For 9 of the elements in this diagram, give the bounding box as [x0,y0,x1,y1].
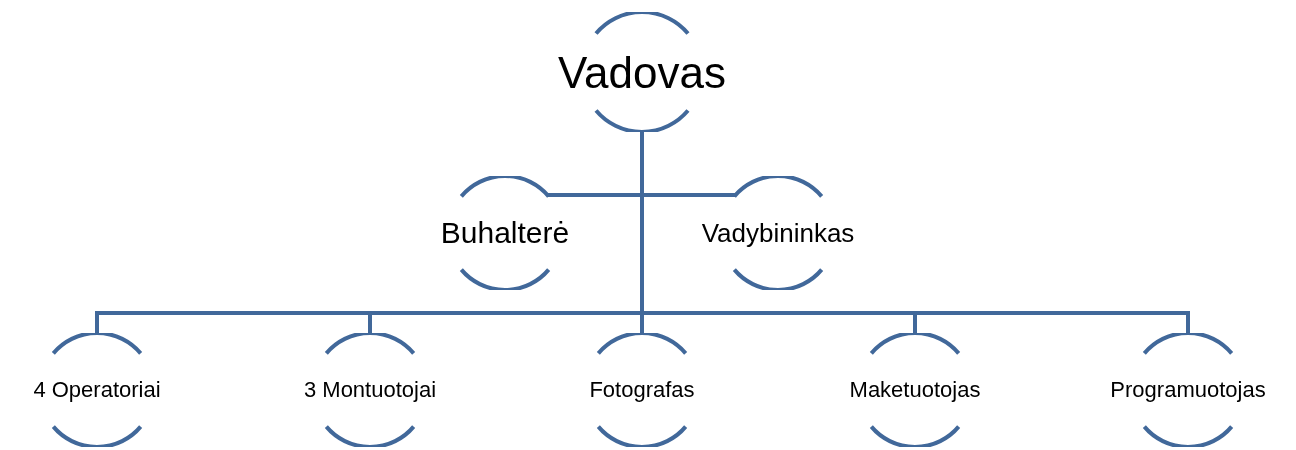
node-label: 4 Operatoriai [33,376,161,404]
node-label: 3 Montuotojai [303,376,437,404]
node-label: Maketuotojas [849,376,981,404]
node-label: Programuotojas [1110,376,1266,404]
node-label: Fotografas [589,376,695,404]
node-label: Vadybininkas [701,216,855,250]
connector-line [640,132,1190,333]
node-label: Vadovas [558,46,726,99]
node-label: Buhalterė [440,215,570,252]
